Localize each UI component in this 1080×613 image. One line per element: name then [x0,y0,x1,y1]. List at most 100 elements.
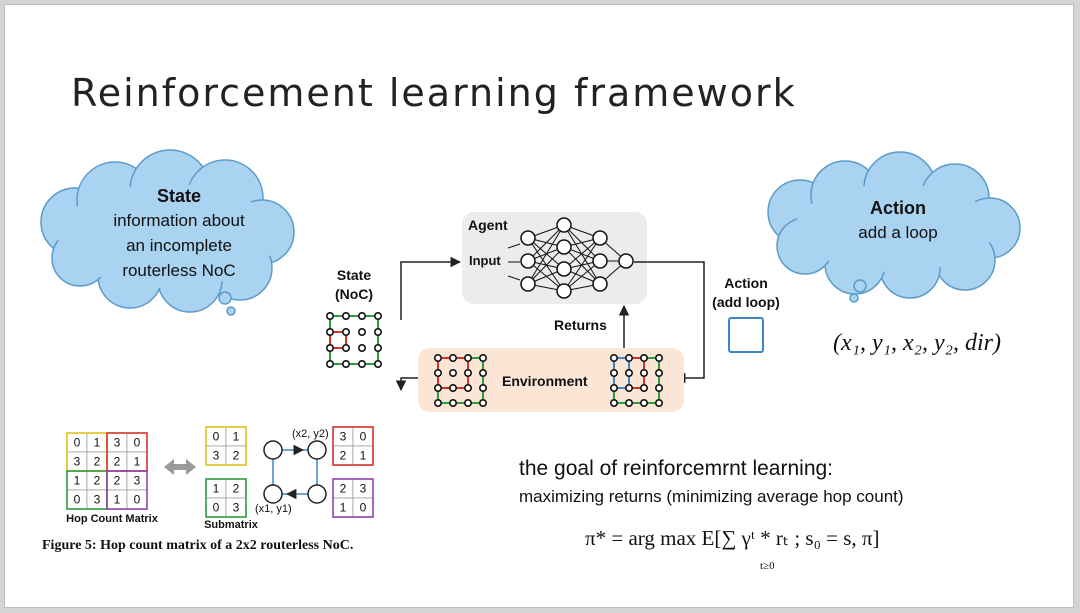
noc-node [639,383,648,392]
noc-node [373,311,382,320]
matrix-cell-value: 1 [94,436,101,450]
noc-node [341,327,350,336]
action-cloud-heading: Action [870,198,926,218]
noc-node [609,383,618,392]
matrix-cell-value: 2 [233,482,240,496]
noc-node [654,368,663,377]
action-formula: (x₁, y₁, x₂, y₂, dir) [833,330,1001,356]
noc-node [433,368,442,377]
submatrix-label: Submatrix [204,519,259,531]
noc-node [639,398,648,407]
environment-box [418,348,684,412]
matrix-cell-value: 1 [360,449,367,463]
matrix-cell-value: 1 [340,501,347,515]
state-cloud-heading: State [157,186,201,206]
noc-node [463,368,472,377]
matrix-cell-value: 0 [74,436,81,450]
noc-node [448,353,457,362]
noc-node [448,368,457,377]
noc-node [463,383,472,392]
environment-label: Environment [502,373,588,389]
noc-node [357,311,366,320]
action-cloud: Action add a loop [767,151,1021,303]
returns-label: Returns [554,317,607,333]
noc-node [609,353,618,362]
noc-node [341,343,350,352]
noc-node [325,327,334,336]
noc-grid-environment-left [433,353,487,407]
matrix-cell-value: 1 [233,430,240,444]
matrix-cell-value: 2 [94,455,101,469]
goal-line1: the goal of reinforcemrnt learning: [519,457,833,480]
coord-top-label: (x2, y2) [292,428,329,440]
matrix-cell-value: 2 [233,449,240,463]
state-cloud-line1: information about [113,211,245,230]
noc-node [478,398,487,407]
hop-matrix-label: Hop Count Matrix [66,513,159,525]
matrix-cell-value: 3 [114,436,121,450]
noc-node [325,359,334,368]
noc-node [433,353,442,362]
slide-title: Reinforcement learning framework [71,71,797,115]
matrix-cell-value: 2 [114,455,121,469]
matrix-cell-value: 3 [134,474,141,488]
noc-grid-environment-right [609,353,663,407]
agent-to-action-arrow [634,261,705,384]
matrix-cell-value: 3 [74,455,81,469]
matrix-block-border [205,478,247,518]
noc-node [373,343,382,352]
noc-node [639,368,648,377]
transform-arrow-icon [164,459,196,475]
noc-node [448,398,457,407]
noc-node [624,383,633,392]
noc-node [433,398,442,407]
matrix-cell-value: 2 [340,482,347,496]
flow-arrows [395,256,705,392]
action-label-1: Action [724,275,768,291]
matrix-block-border [332,478,374,518]
noc-loop [329,315,379,365]
coord-bottom-label: (x1, y1) [255,503,292,515]
noc-node [609,398,618,407]
matrix-cell-value: 1 [213,482,220,496]
noc-node [639,353,648,362]
noc-node [463,353,472,362]
goal-line2: maximizing returns (minimizing average h… [519,487,904,506]
noc-node [373,327,382,336]
matrix-cell-value: 0 [134,493,141,507]
state-cloud: State information about an incomplete ro… [40,149,295,316]
noc-2x2-loop-icon [263,440,327,504]
nn-nodes [520,217,634,299]
noc-node [654,383,663,392]
figure-caption: Figure 5: Hop count matrix of a 2x2 rout… [42,538,353,553]
noc-node [478,353,487,362]
matrix-block-border [332,426,374,466]
matrix-cell-value: 0 [134,436,141,450]
action-cloud-line1: add a loop [858,223,937,242]
noc-node [373,359,382,368]
noc-node [325,311,334,320]
noc-node [654,353,663,362]
noc-node [478,383,487,392]
state-label-1: State [337,267,371,283]
matrix-cell-value: 3 [213,449,220,463]
noc-node [433,383,442,392]
matrix-cell-value: 1 [114,493,121,507]
matrix-cell-value: 0 [360,430,367,444]
goal-formula-subscript: t≥0 [760,560,775,572]
goal-formula: π* = arg max E[∑ γᵗ * rₜ ; s₀ = s, π] [585,526,880,550]
noc-node [624,368,633,377]
input-label: Input [469,253,501,268]
matrix-cell-value: 3 [233,501,240,515]
noc-node [341,359,350,368]
noc-node [357,327,366,336]
noc-loop [329,331,347,349]
noc-node [463,398,472,407]
matrix-cell-value: 0 [213,430,220,444]
env-to-state-arrow [395,377,420,392]
action-loop-square [728,317,764,353]
state-cloud-line3: routerless NoC [122,261,235,280]
